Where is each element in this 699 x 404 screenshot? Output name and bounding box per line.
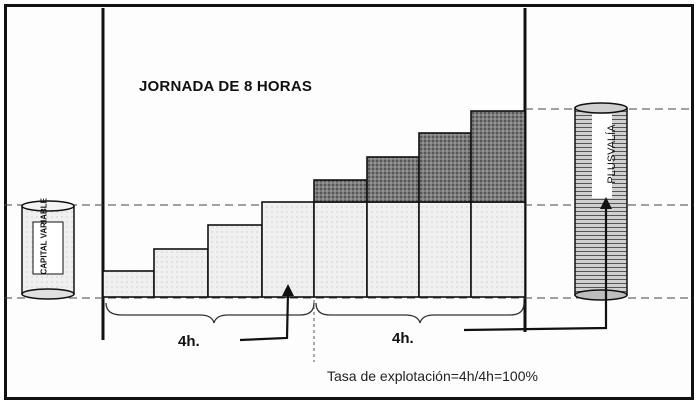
capital-variable-label: CAPITAL VARIABLE <box>39 198 49 275</box>
wage-step <box>366 201 420 298</box>
second-half-hours-label: 4h. <box>392 330 414 347</box>
surplus-step <box>366 156 420 203</box>
plusvalia-arrow-head <box>600 197 612 209</box>
wage-step <box>153 248 209 298</box>
plusvalia-cylinder <box>574 102 628 301</box>
wage-steps <box>102 201 526 298</box>
surplus-step <box>313 179 368 203</box>
first-half-hours-label: 4h. <box>178 333 200 350</box>
surplus-step <box>470 110 526 203</box>
surplus-steps <box>313 110 526 203</box>
first-half-arrow <box>239 291 290 342</box>
wage-step <box>470 201 526 298</box>
first-half-arrow-head <box>282 284 294 296</box>
wage-step <box>207 224 263 298</box>
first-half-brace <box>105 302 315 324</box>
diagram-title: JORNADA DE 8 HORAS <box>139 78 313 95</box>
second-half-brace <box>315 302 525 324</box>
exploitation-rate-text: Tasa de explotación=4h/4h=100% <box>327 368 538 384</box>
wage-step <box>418 201 472 298</box>
capital-variable-cylinder <box>21 200 75 300</box>
wage-step <box>261 201 315 298</box>
surplus-step <box>418 132 472 203</box>
plusvalia-label: PLUSVALÍA <box>606 124 618 184</box>
plusvalia-arrow <box>463 205 608 332</box>
wage-step <box>313 201 368 298</box>
wage-step <box>102 270 155 298</box>
